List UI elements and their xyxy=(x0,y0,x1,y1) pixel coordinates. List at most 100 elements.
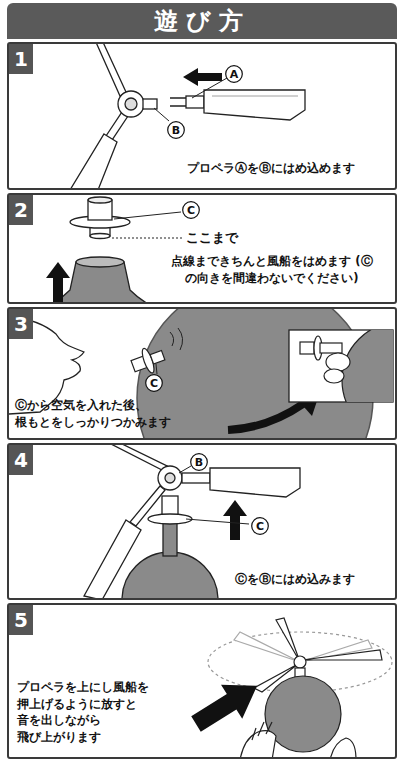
step-number: 1 xyxy=(14,47,28,71)
propeller-blade xyxy=(210,468,300,497)
callout-circle xyxy=(252,518,269,535)
title-banner: 遊び方 xyxy=(7,3,397,39)
step-number: 2 xyxy=(14,198,28,222)
launch-drawing xyxy=(208,618,392,757)
inset-frame xyxy=(289,330,393,402)
blur-blade xyxy=(234,632,300,662)
balloon xyxy=(137,309,373,438)
leader-line xyxy=(114,212,181,219)
callout-letter: A xyxy=(230,68,239,81)
callout-circle xyxy=(168,122,185,139)
propeller-blade xyxy=(302,650,382,660)
rotation-path xyxy=(208,632,392,692)
nozzle-lower xyxy=(90,234,110,239)
instruction-text: プロペラⒶをⒷにはめ込めます xyxy=(187,160,392,177)
propeller-blade xyxy=(109,445,167,470)
finger-lines xyxy=(252,722,272,740)
callout-letter: C xyxy=(256,520,264,533)
step-number: 3 xyxy=(14,312,28,336)
callout-letter: C xyxy=(187,204,195,217)
propeller-rod xyxy=(106,112,128,140)
step-number-box: 1 xyxy=(9,44,33,74)
callout-letter-box: C xyxy=(145,374,163,392)
curved-arrow xyxy=(228,404,303,430)
step-number-box: 2 xyxy=(9,195,33,225)
leader-line xyxy=(154,108,169,121)
hand xyxy=(324,369,344,383)
leader-line xyxy=(179,466,191,473)
callout-letter: C xyxy=(150,377,158,390)
propeller-blade xyxy=(84,520,141,598)
inflate-drawing xyxy=(9,309,373,438)
hand xyxy=(240,731,276,757)
propeller-blade xyxy=(254,664,298,692)
nozzle-flange xyxy=(70,216,130,228)
hand xyxy=(330,738,356,757)
leader-line xyxy=(192,78,227,98)
curved-arrow-head xyxy=(296,392,320,416)
nozzle-upper xyxy=(162,496,178,518)
nozzle-flange xyxy=(314,336,322,360)
callout-circle xyxy=(191,454,208,471)
leader-line xyxy=(156,364,157,374)
propeller-blade xyxy=(276,618,300,662)
dotted-guide xyxy=(112,237,182,238)
callout-letter-box: C xyxy=(251,517,269,535)
callout-circle xyxy=(226,66,243,83)
leader-line xyxy=(186,519,249,524)
callout-circle xyxy=(146,375,163,392)
blur-blade xyxy=(300,640,372,662)
callout-letter: B xyxy=(172,124,180,137)
balloon-neck xyxy=(48,262,152,302)
hand xyxy=(326,353,350,371)
callout-letter-box: B xyxy=(190,453,208,471)
instruction-text: 点線まできちんと風船をはめます (Ⓒの向きを間違わないでください) xyxy=(157,253,387,286)
callout-letter-box: A xyxy=(225,65,243,83)
nozzle-lower xyxy=(150,351,165,365)
propeller-hub xyxy=(125,98,137,110)
push-arrow xyxy=(185,669,267,741)
balloon-neck xyxy=(163,520,177,556)
step-number-box: 5 xyxy=(9,605,33,635)
step-number-box: 4 xyxy=(9,445,33,475)
nozzle-flange xyxy=(148,514,192,524)
propeller-blade xyxy=(204,90,305,120)
nozzle-upper xyxy=(131,356,148,372)
propeller-hub xyxy=(165,473,175,483)
balloon-opening xyxy=(76,257,124,267)
propeller-hub xyxy=(118,91,144,117)
callout-letter: B xyxy=(195,456,203,469)
propeller-rod xyxy=(130,486,165,526)
step-panel-box: 点線まできちんと風船をはめます (Ⓒの向きを間違わないでください) 2 C xyxy=(7,193,397,304)
step-number-box: 3 xyxy=(9,309,33,339)
step-number: 5 xyxy=(14,608,28,632)
propeller-rod xyxy=(186,96,204,108)
step-panel-box: プロペラⒶをⒷにはめ込めます 1A B xyxy=(7,42,397,190)
step-number: 4 xyxy=(14,448,28,472)
balloon xyxy=(342,330,393,402)
nozzle xyxy=(129,343,168,378)
note-label: ここまで xyxy=(186,229,238,247)
nozzle-upper xyxy=(300,342,314,354)
nozzle xyxy=(295,668,305,678)
balloon-fitting-drawing xyxy=(48,197,152,302)
propeller-blade xyxy=(70,134,117,188)
hub-socket xyxy=(143,99,157,109)
propeller-rod xyxy=(182,473,210,483)
up-arrow xyxy=(46,262,70,302)
air-lines xyxy=(170,328,183,350)
balloon xyxy=(265,676,341,752)
step-panel-box: プロペラを上にし風船を 押上げるように放すと 音を出しながら 飛び上がります5 xyxy=(7,603,397,759)
nozzle-upper xyxy=(88,197,112,203)
step-panel-box: ⒸをⒷにはめ込みます 4 B C xyxy=(7,443,397,600)
propeller-hub xyxy=(294,656,306,668)
callout-circle xyxy=(183,202,200,219)
instruction-text: ⒸをⒷにはめ込みます xyxy=(235,571,395,588)
step-panel-box: Ⓒから空気を入れた後、 根もとをしっかりつかみます3C xyxy=(7,307,397,440)
direction-arrow xyxy=(183,68,222,86)
callout-letter-box: B xyxy=(167,121,185,139)
inset-drawing xyxy=(300,330,393,402)
nozzle-lower xyxy=(90,222,110,236)
